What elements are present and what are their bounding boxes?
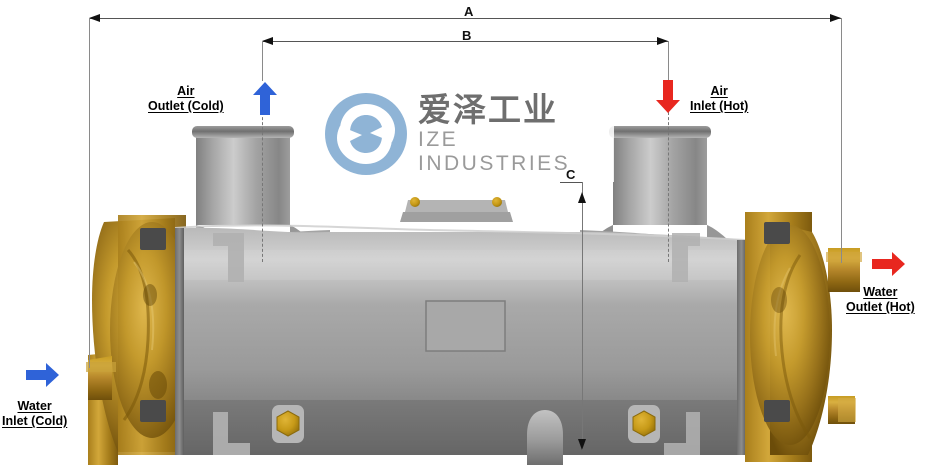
air-inlet-centerline <box>668 112 669 262</box>
right-brass-end-cap <box>745 212 862 462</box>
callout-air-outlet-line2: Outlet (Cold) <box>148 99 224 113</box>
dimension-c-leader <box>560 182 583 183</box>
drain-plug-left <box>272 405 304 443</box>
callout-air-inlet-line2: Inlet (Hot) <box>690 99 749 113</box>
callout-water-inlet-line1: Water <box>17 399 52 413</box>
water-outlet-flow-arrow-icon <box>872 252 905 281</box>
bottom-stub <box>527 410 563 465</box>
dimension-line-a <box>89 18 841 19</box>
callout-water-outlet-line2: Outlet (Hot) <box>846 300 915 314</box>
dimension-b-left-arrow-icon <box>262 37 273 45</box>
dimension-line-b <box>262 41 668 42</box>
callout-air-outlet-cold: Air Outlet (Cold) <box>148 84 224 114</box>
callout-water-inlet-line2: Inlet (Cold) <box>2 414 68 428</box>
callout-water-outlet-hot: Water Outlet (Hot) <box>846 285 915 315</box>
drain-plug-right <box>628 405 660 443</box>
dimension-line-c <box>582 182 583 450</box>
callout-air-outlet-line1: Air <box>177 84 195 98</box>
left-brass-end-cap <box>86 215 194 465</box>
dimension-c-top-arrow-icon <box>578 192 586 203</box>
dimension-b-right-arrow-icon <box>657 37 668 45</box>
dimension-b-left-extension <box>262 41 263 81</box>
callout-air-inlet-line1: Air <box>710 84 728 98</box>
main-shell-body <box>174 126 746 465</box>
dimension-c-bottom-arrow-icon <box>578 439 586 450</box>
dimension-b-right-extension <box>668 41 669 81</box>
water-inlet-flow-arrow-icon <box>26 363 59 392</box>
dimension-a-right-arrow-icon <box>830 14 841 22</box>
dimension-label-b: B <box>462 28 472 43</box>
nameplate <box>425 300 506 352</box>
callout-water-inlet-cold: Water Inlet (Cold) <box>2 399 67 429</box>
air-outlet-centerline <box>262 112 263 262</box>
air-inlet-flow-arrow-icon <box>656 80 680 118</box>
air-outlet-flow-arrow-icon <box>253 82 277 120</box>
dimension-a-right-extension <box>841 18 842 263</box>
dimension-label-a: A <box>464 4 474 19</box>
dimension-a-left-arrow-icon <box>89 14 100 22</box>
dimension-label-c: C <box>566 167 576 182</box>
callout-water-outlet-line1: Water <box>863 285 898 299</box>
dimension-a-left-extension <box>89 18 90 368</box>
callout-air-inlet-hot: Air Inlet (Hot) <box>690 84 748 114</box>
